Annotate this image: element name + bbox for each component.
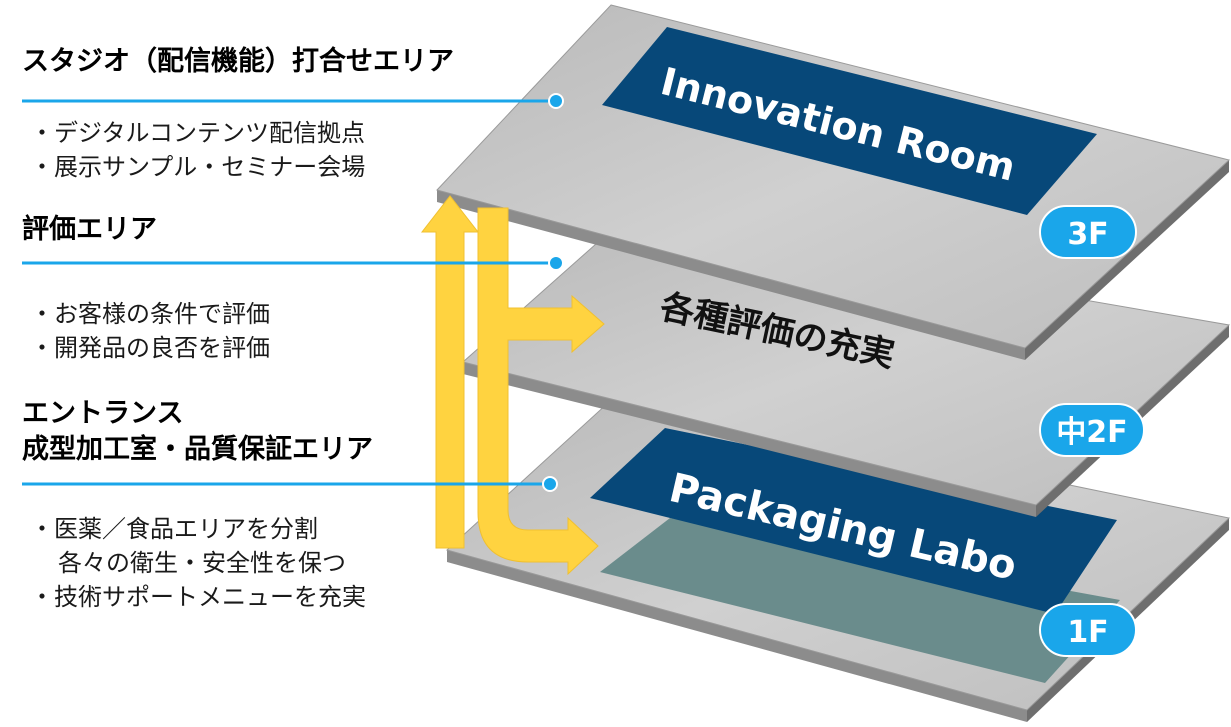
svg-text:3F: 3F (1067, 217, 1108, 252)
bullet-item: ・技術サポートメニューを充実 (30, 583, 366, 611)
bullet-item: 各々の衛生・安全性を保つ (58, 549, 346, 577)
evaluation-bullets: ・お客様の条件で評価 ・開発品の良否を評価 (30, 297, 270, 365)
bullet-item: ・お客様の条件で評価 (30, 300, 270, 328)
badge-1f: 1F (1039, 603, 1137, 657)
bullet-item: ・医薬／食品エリアを分割 (30, 515, 318, 543)
distribution-arrow (477, 207, 605, 576)
bullet-item: ・デジタルコンテンツ配信拠点 (30, 119, 366, 147)
upward-arrow (420, 195, 480, 549)
bullet-item: ・開発品の良否を評価 (30, 334, 270, 362)
badge-3f: 3F (1039, 205, 1137, 259)
svg-text:中2F: 中2F (1056, 415, 1127, 450)
section-heading-evaluation: 評価エリア (22, 214, 157, 245)
section-heading-studio: スタジオ（配信機能）打合せエリア (22, 46, 454, 77)
packaging-labo-block (590, 428, 1120, 683)
badge-m2f: 中2F (1039, 403, 1145, 457)
connector-1f (22, 476, 558, 492)
bullet-item: ・展示サンプル・セミナー会場 (30, 153, 366, 181)
innovation-room-block (602, 27, 1097, 215)
connector-m2f (22, 255, 564, 271)
svg-text:1F: 1F (1067, 615, 1108, 650)
entrance-bullets: ・医薬／食品エリアを分割 各々の衛生・安全性を保つ ・技術サポートメニューを充実 (30, 512, 366, 614)
studio-bullets: ・デジタルコンテンツ配信拠点 ・展示サンプル・セミナー会場 (30, 116, 365, 184)
connector-3f (22, 93, 564, 109)
section-heading-entrance: エントランス (22, 398, 184, 429)
section-heading-molding: 成型加工室・品質保証エリア (22, 434, 373, 465)
